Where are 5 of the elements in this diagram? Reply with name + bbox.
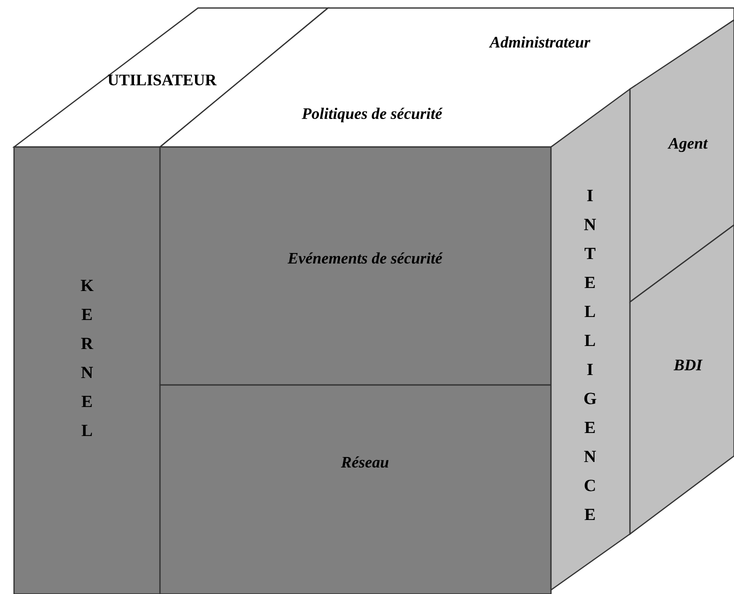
node-label: BDI	[674, 360, 703, 370]
node-label: Administrateur	[488, 36, 590, 48]
front-face-panel: Réseau	[159, 384, 552, 594]
front-face-panel: Evénements de sécurité	[159, 146, 552, 386]
front-face-strip: KERNEL	[13, 146, 161, 594]
